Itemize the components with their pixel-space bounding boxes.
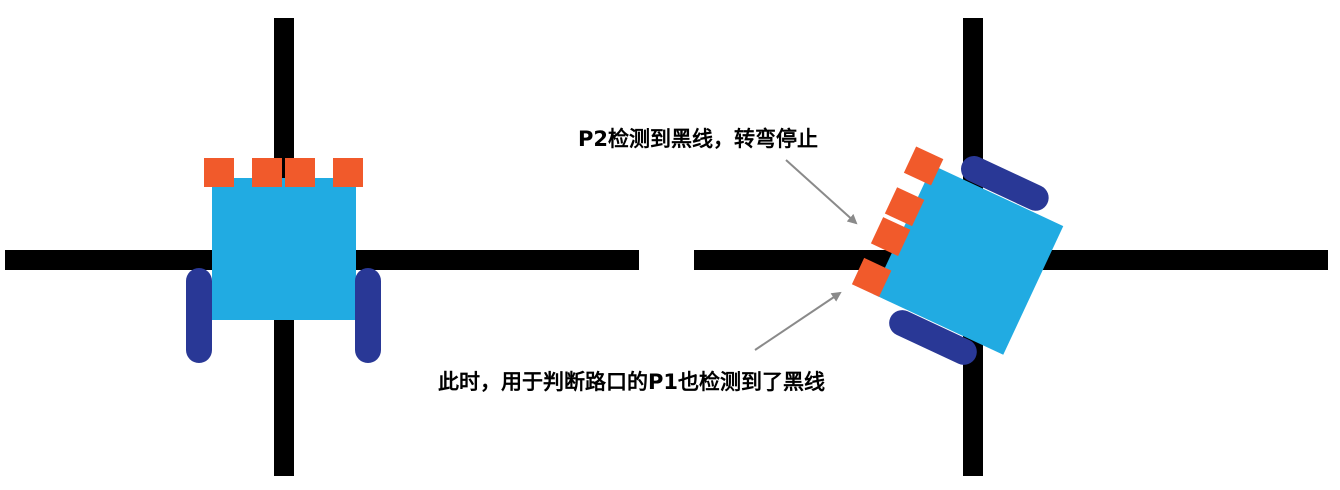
bottom-arrow	[754, 291, 842, 351]
right-robot	[851, 146, 1064, 365]
right-sensor-4	[851, 257, 892, 297]
right-wheel-top	[961, 156, 1049, 211]
right-robot-body	[872, 165, 1064, 355]
right-sensor-2	[884, 187, 925, 227]
left-sensor-4	[333, 158, 363, 187]
left-wheel-left	[186, 268, 212, 363]
right-sensor-3	[870, 217, 911, 257]
right-wheel-bottom	[889, 310, 977, 365]
left-robot-body	[212, 178, 356, 320]
left-sensor-2	[252, 158, 282, 187]
bottom-annotation: 此时，用于判断路口的P1也检测到了黑线	[438, 370, 825, 394]
left-wheel-right	[355, 268, 381, 363]
right-sensor-1	[903, 146, 944, 186]
left-sensor-3	[285, 158, 315, 187]
top-annotation: P2检测到黑线，转弯停止	[578, 127, 818, 151]
left-robot	[186, 158, 381, 363]
top-arrow	[785, 159, 858, 225]
left-sensor-1	[204, 158, 234, 187]
